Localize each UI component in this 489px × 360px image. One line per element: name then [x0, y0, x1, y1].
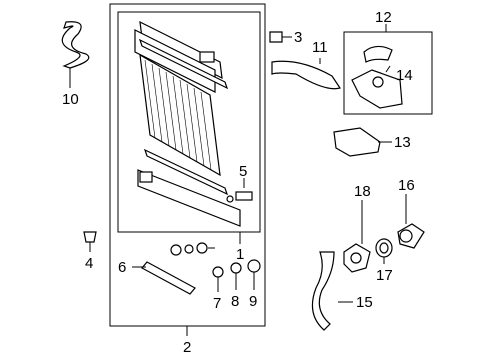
callout-5: 5	[239, 163, 247, 180]
thermostat-housing	[397, 223, 425, 249]
callout-10: 10	[62, 91, 79, 108]
gasket-17	[375, 238, 393, 258]
callout-8: 8	[231, 293, 239, 310]
radiator-core-inner-frame	[117, 11, 261, 233]
hose-11	[271, 60, 341, 90]
callout-17: 17	[376, 267, 393, 284]
upper-hose	[61, 21, 90, 69]
callout-12: 12	[375, 9, 392, 26]
callout-4: 4	[85, 255, 93, 272]
callout-labels: 1 2 3 4 5 6 7 8 9 10 11 12 13 14 15 16 1…	[62, 9, 415, 356]
leader-lines	[69, 24, 407, 336]
callout-3: 3	[294, 29, 302, 46]
clip	[83, 231, 97, 243]
lower-hose	[311, 251, 335, 331]
callout-7: 7	[213, 295, 221, 312]
water-outlet	[351, 45, 403, 109]
callout-14: 14	[396, 67, 413, 84]
callout-11: 11	[312, 39, 328, 56]
bracket	[333, 127, 381, 157]
lower-tank-hose-assembly	[141, 242, 208, 295]
radiator-core	[134, 20, 241, 227]
callout-16: 16	[398, 177, 415, 194]
nut-9	[247, 259, 261, 273]
radiator-cap	[269, 31, 283, 43]
callout-15: 15	[356, 294, 373, 311]
gasket-7	[212, 266, 224, 278]
callout-13: 13	[394, 134, 411, 151]
water-outlet-box	[343, 31, 433, 115]
drain-cock	[226, 191, 253, 203]
callout-2: 2	[183, 339, 191, 356]
callout-1: 1	[236, 246, 244, 263]
washer-8	[230, 262, 242, 274]
callout-6: 6	[118, 259, 126, 276]
callout-18: 18	[354, 183, 371, 200]
thermostat	[343, 243, 371, 273]
callout-9: 9	[249, 293, 257, 310]
